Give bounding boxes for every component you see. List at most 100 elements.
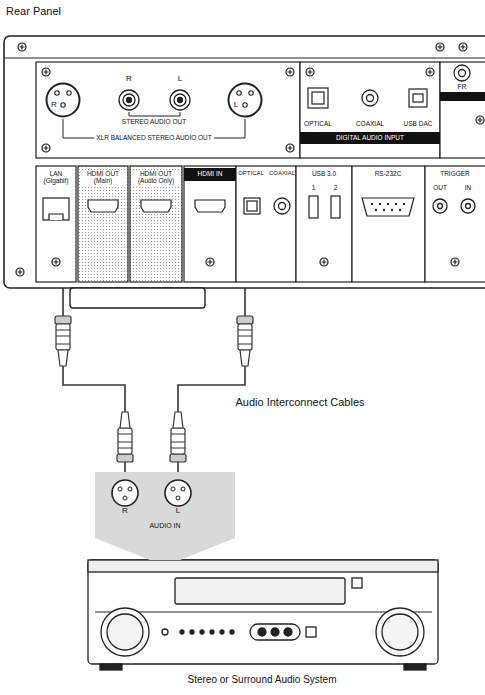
screws-part [42,68,50,76]
screws-part [320,258,328,266]
port-label: COAXIAL [268,170,296,177]
screws-part [206,258,214,266]
audio-input-panel-outline-part [95,472,235,560]
xlr-output-jack-outline-part [55,91,59,95]
chassis-part [70,288,205,308]
rs232-pins-part [383,209,385,211]
port-label: IN [460,184,476,191]
xlr-input-jack-outline-part [118,487,122,491]
panel-sections-part [36,166,76,282]
xlr-output-jack-outline-part [61,103,65,107]
chassis-part [4,36,485,288]
rca-jacks-part [174,94,186,106]
rca-jacks-part [461,199,475,213]
xlr-input-jack-outline-part [171,487,175,491]
audio-receiver-part [271,628,279,636]
port-label: HDMI IN [185,170,235,177]
audio-receiver-part [107,614,143,650]
audio-receiver-part [175,578,345,604]
chassis-part [4,57,485,58]
rca-jacks-part [279,203,286,210]
jack-label: L [162,507,194,516]
port-label: LAN (Gigabit) [37,170,75,185]
device-name: Stereo or Surround Audio System [142,674,382,686]
rca-jacks-part [459,70,466,77]
digital-ports-part [409,89,427,107]
audio-receiver-part [376,608,424,656]
audio-receiver-part [88,560,438,572]
port-label: RS-232C [358,170,418,177]
screws-part [476,116,484,124]
audio-receiver-part [284,628,292,636]
screws-part [52,258,60,266]
digital-ports-part [362,198,414,216]
xlr-output-jack: L [227,82,263,118]
xlr-input-jack-outline-part [165,480,191,506]
rca-jacks-part [123,94,135,106]
port-label: HDMI OUT (Main) [80,170,126,185]
rca-jacks-part [367,95,374,102]
xlr-input-jack-outline-part [123,496,127,500]
rs232-pins-part [403,203,405,205]
audio-receiver-part [200,630,204,634]
rs232-pins-part [395,203,397,205]
audio-receiver-part [382,614,418,650]
xlr-output-jack-outline-part [249,91,253,95]
audio-receiver-part [95,612,432,613]
panel-sections-part [425,166,485,282]
xlr-input-jack-outline-part [176,496,180,500]
screws-part [451,258,459,266]
cable-plugs-part [55,316,71,366]
audio-receiver-part [162,629,168,635]
port-label: HDMI OUT (Audio Only) [132,170,180,185]
audio-receiver-part [230,630,234,634]
port-label: USB DAC [400,120,436,127]
rca-jacks-part [178,98,183,103]
audio-receiver-part [101,608,149,656]
rs232-pins-part [387,203,389,205]
digital-ports-part [331,196,340,218]
port-label: OPTICAL [298,120,338,127]
xlr-input-jack-outline [162,478,194,508]
rs232-pins-part [379,203,381,205]
screws-part [16,268,24,276]
port-number: 2 [331,184,341,191]
rca-jacks-part [127,98,132,103]
audio-receiver-part [88,560,438,664]
xlr-output-jack-outline-part [67,91,71,95]
panel-sections-part [236,166,296,282]
digital-ports-part [247,201,257,211]
audio-receiver-part [258,628,266,636]
rca-jacks-part [438,204,443,209]
digital-ports-part [308,88,328,108]
xlr-input-jack-outline-part [112,480,138,506]
xlr-output-jack-outline-part [47,84,80,117]
rs232-pins-part [371,203,373,205]
rca-jacks-part [362,90,378,106]
port-label: USB 3.0 [299,170,349,177]
jack-label: AUDIO IN [95,522,235,530]
cable-label: Audio Interconnect Cables [215,396,385,409]
audio-input-panel: AUDIO INRL [95,472,235,560]
black-bands-part [440,92,485,101]
audio-receiver-part [250,624,300,640]
panel-sections-part [36,62,300,158]
screws-part [42,144,50,152]
xlr-input-jack-outline [109,478,141,508]
audio-receiver-part [180,630,184,634]
digital-ports-part [312,92,324,104]
screws-part [459,43,467,51]
screws-part [18,43,26,51]
port-label: OPTICAL [237,170,265,177]
digital-ports-part [195,200,225,212]
port-number: 1 [309,184,319,191]
xlr-output-jack-outline [227,82,263,118]
digital-ports-part [43,198,69,220]
cable-plugs [55,316,253,462]
panel-title: Rear Panel [6,5,61,18]
audio-receiver-part [190,630,194,634]
digital-ports-part [49,214,63,220]
audio-receiver-part [352,578,362,588]
rca-jacks-part [433,199,447,213]
